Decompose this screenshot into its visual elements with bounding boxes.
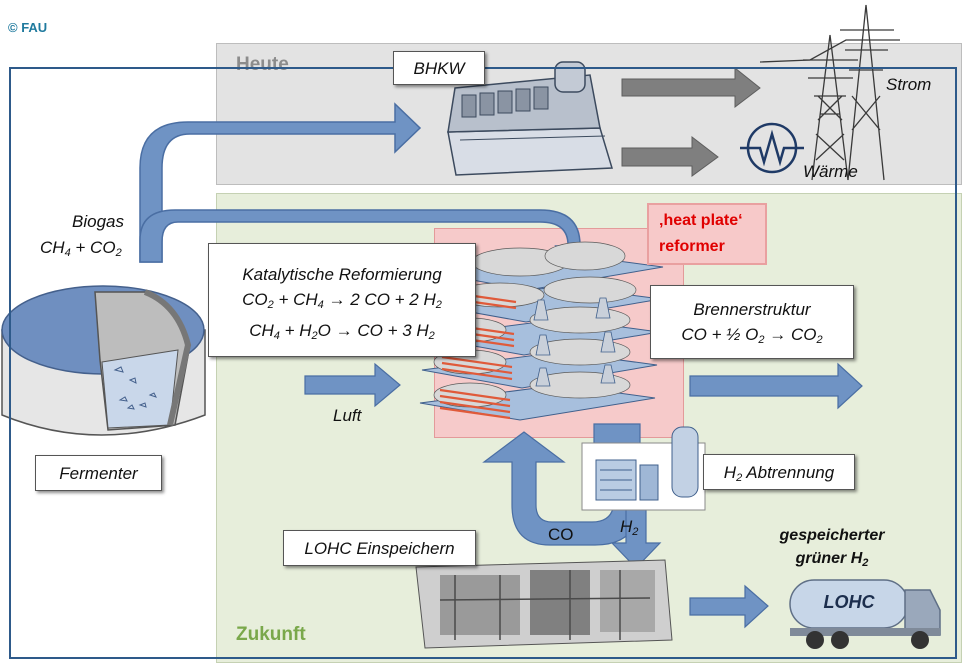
fermenter-label: Fermenter — [35, 455, 162, 491]
heat-plate-reformer-icon — [419, 241, 664, 421]
heat-plate-label-line2: reformer — [659, 238, 725, 255]
lohc-tanker-truck-icon — [789, 579, 941, 649]
brennerstruktur-callout: Brennerstruktur CO + ½ O2 → CO2 — [650, 285, 854, 359]
reformierung-title: Katalytische Reformierung — [242, 265, 442, 284]
power-pylon-icon — [759, 4, 900, 181]
brennerstruktur-title: Brennerstruktur — [693, 300, 811, 319]
fermenter-tank-icon — [1, 285, 206, 436]
lohc-output-arrow — [689, 584, 769, 629]
lohc-storage-container-icon — [415, 559, 673, 649]
waerme-output-arrow — [621, 135, 719, 177]
lohc-einspeichern-label: LOHC Einspeichern — [283, 530, 476, 566]
h2-separation-unit-icon — [581, 426, 706, 511]
copyright-label: © FAU — [8, 20, 48, 35]
stored-hydrogen-label: gespeicherter grüner H2 — [767, 524, 897, 575]
reformierung-callout: Katalytische Reformierung CO2 + CH4 → 2 … — [208, 243, 476, 357]
luft-label: Luft — [333, 406, 362, 425]
heat-plate-reformer-label: ‚heat plate‘ reformer — [647, 203, 767, 265]
biogas-formula: CH4 + CO2 — [40, 238, 122, 259]
waerme-label: Wärme — [803, 162, 858, 181]
co-label: CO — [548, 525, 574, 544]
strom-label: Strom — [886, 75, 932, 94]
bhkw-engine-icon — [447, 61, 613, 176]
brennerstruktur-equation: CO + ½ O2 → CO2 — [681, 325, 823, 346]
strom-output-arrow — [621, 66, 761, 109]
exhaust-output-arrow — [689, 362, 863, 410]
co-recycle-arrow — [482, 423, 641, 546]
heat-exchanger-icon — [740, 122, 804, 174]
luft-input-arrow — [304, 362, 401, 408]
stored-label-line2: grüner H2 — [795, 550, 869, 569]
biogas-label: Biogas — [72, 212, 124, 231]
h2-label: H2 — [620, 517, 639, 538]
heute-label: Heute — [236, 54, 289, 75]
zukunft-label: Zukunft — [236, 624, 306, 645]
reformierung-equation-2: CH4 + H2O → CO + 3 H2 — [249, 321, 435, 342]
reformierung-equation-1: CO2 + CH4 → 2 CO + 2 H2 — [242, 290, 442, 311]
heat-plate-label-line1: ‚heat plate‘ — [659, 212, 743, 229]
bhkw-label: BHKW — [393, 51, 485, 85]
lohc-truck-label: LOHC — [823, 592, 875, 612]
h2-abtrennung-label: H2 Abtrennung — [703, 454, 855, 490]
stored-label-line1: gespeicherter — [779, 527, 885, 544]
